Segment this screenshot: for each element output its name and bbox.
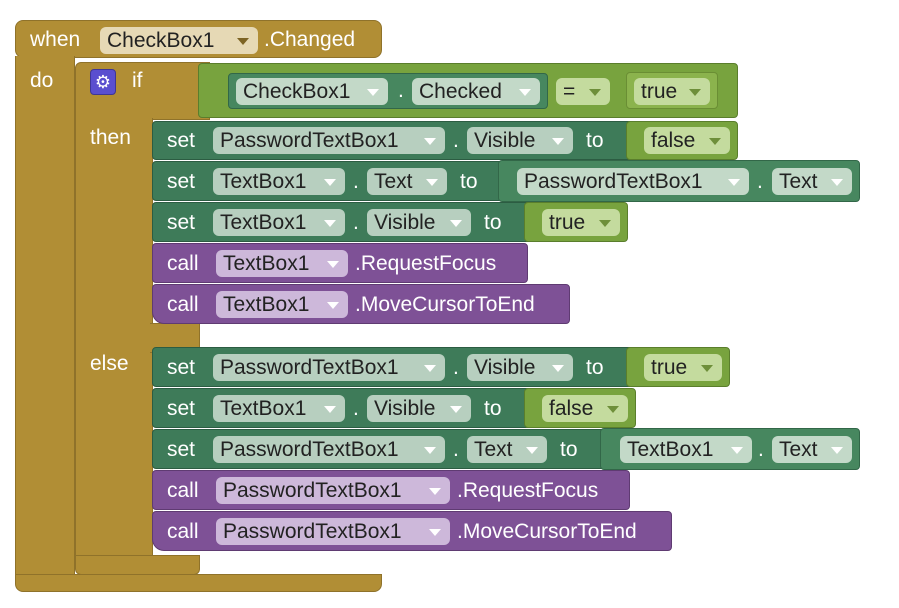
- if-keyword: if: [132, 69, 143, 92]
- condition-property-dropdown[interactable]: Checked: [412, 78, 540, 105]
- set-dot: .: [453, 438, 459, 461]
- call-component-dropdown[interactable]: TextBox1: [216, 291, 348, 318]
- do-keyword: do: [30, 69, 54, 92]
- set-component-dropdown[interactable]: TextBox1: [213, 168, 345, 195]
- getter-dot: .: [758, 438, 764, 461]
- condition-dot: .: [398, 79, 404, 102]
- set-dot: .: [453, 356, 459, 379]
- set-dot: .: [353, 397, 359, 420]
- to-keyword: to: [484, 211, 502, 234]
- true-dropdown[interactable]: true: [644, 354, 722, 381]
- call-keyword: call: [167, 479, 199, 502]
- then-keyword: then: [90, 126, 131, 149]
- to-keyword: to: [460, 170, 478, 193]
- false-dropdown[interactable]: false: [644, 127, 730, 154]
- call-component-dropdown[interactable]: PasswordTextBox1: [216, 477, 450, 504]
- condition-true-dropdown[interactable]: true: [634, 78, 710, 105]
- call-method-label: .RequestFocus: [355, 252, 497, 275]
- to-keyword: to: [560, 438, 578, 461]
- call-component-dropdown[interactable]: PasswordTextBox1: [216, 518, 450, 545]
- event-component-dropdown[interactable]: CheckBox1: [100, 27, 258, 54]
- call-method-label: .MoveCursorToEnd: [457, 520, 637, 543]
- set-keyword: set: [167, 170, 196, 193]
- set-dot: .: [353, 170, 359, 193]
- call-keyword: call: [167, 520, 199, 543]
- if-block-footer: [75, 555, 200, 575]
- set-keyword: set: [167, 438, 196, 461]
- set-property-dropdown[interactable]: Text: [367, 168, 447, 195]
- set-component-dropdown[interactable]: TextBox1: [213, 395, 345, 422]
- to-keyword: to: [484, 397, 502, 420]
- set-keyword: set: [167, 356, 196, 379]
- getter-property-dropdown[interactable]: Text: [772, 436, 852, 463]
- gear-icon[interactable]: ⚙: [90, 69, 116, 95]
- event-bottom-bar: [15, 574, 382, 592]
- false-dropdown[interactable]: false: [542, 395, 628, 422]
- condition-component-dropdown[interactable]: CheckBox1: [236, 78, 388, 105]
- set-property-dropdown[interactable]: Visible: [367, 395, 471, 422]
- getter-property-dropdown[interactable]: Text: [772, 168, 852, 195]
- call-method-label: .MoveCursorToEnd: [355, 293, 535, 316]
- set-component-dropdown[interactable]: PasswordTextBox1: [213, 127, 445, 154]
- set-property-dropdown[interactable]: Visible: [367, 209, 471, 236]
- call-component-dropdown[interactable]: TextBox1: [216, 250, 348, 277]
- set-dot: .: [353, 211, 359, 234]
- set-keyword: set: [167, 211, 196, 234]
- when-keyword: when: [30, 28, 81, 51]
- set-component-dropdown[interactable]: TextBox1: [213, 209, 345, 236]
- set-property-dropdown[interactable]: Text: [467, 436, 547, 463]
- compare-operator-dropdown[interactable]: =: [556, 78, 610, 105]
- event-body-rail: [15, 56, 75, 576]
- call-method-label: .RequestFocus: [457, 479, 599, 502]
- call-keyword: call: [167, 293, 199, 316]
- if-block-rail: [75, 118, 153, 568]
- getter-component-dropdown[interactable]: TextBox1: [620, 436, 752, 463]
- getter-component-dropdown[interactable]: PasswordTextBox1: [517, 168, 749, 195]
- true-dropdown[interactable]: true: [542, 209, 620, 236]
- event-name-label: .Changed: [264, 28, 356, 51]
- set-dot: .: [453, 129, 459, 152]
- set-component-dropdown[interactable]: PasswordTextBox1: [213, 354, 445, 381]
- set-property-dropdown[interactable]: Visible: [467, 354, 573, 381]
- else-keyword: else: [90, 352, 129, 375]
- set-component-dropdown[interactable]: PasswordTextBox1: [213, 436, 445, 463]
- getter-dot: .: [757, 170, 763, 193]
- set-keyword: set: [167, 397, 196, 420]
- set-property-dropdown[interactable]: Visible: [467, 127, 573, 154]
- to-keyword: to: [586, 129, 604, 152]
- call-keyword: call: [167, 252, 199, 275]
- to-keyword: to: [586, 356, 604, 379]
- set-keyword: set: [167, 129, 196, 152]
